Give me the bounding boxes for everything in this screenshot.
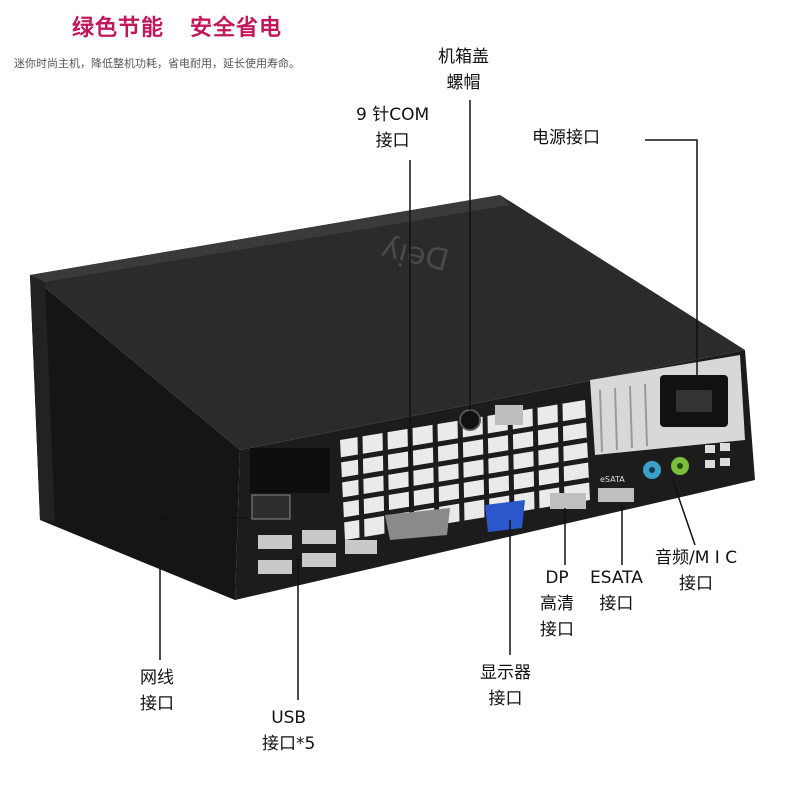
label-usb-port: USB 接口*5 [262, 708, 316, 754]
usb-port-5 [345, 540, 377, 554]
power-supply-area [590, 355, 745, 455]
usb-port-2 [258, 560, 292, 574]
com-port [385, 508, 450, 540]
screw-bracket [495, 405, 523, 425]
case-screw [459, 409, 481, 431]
label-case-screw: 机箱盖 螺帽 [438, 47, 489, 93]
usb-port-3 [302, 530, 336, 544]
label-network-port: 网线 接口 [140, 668, 174, 714]
usb-port-4 [302, 553, 336, 567]
label-com-port: 9 针COM 接口 [356, 105, 430, 151]
label-dp-port: DP 高清 接口 [540, 568, 574, 640]
esata-print: eSATA [600, 475, 625, 484]
label-power-port: 电源接口 [532, 128, 600, 148]
callout-lines [159, 100, 698, 700]
right-vent [705, 443, 730, 468]
subline: 迷你时尚主机，降低整机功耗，省电耐用，延长使用寿命。 [14, 57, 300, 70]
esata-port [598, 488, 634, 502]
ethernet-port [251, 494, 291, 520]
label-vga-port: 显示器 接口 [480, 663, 531, 709]
label-audio-port: 音频/M I C 接口 [655, 548, 738, 594]
dp-port [550, 493, 586, 509]
label-esata-port: ESATA 接口 [590, 568, 643, 614]
usb-port-1 [258, 535, 292, 549]
case-top [30, 195, 745, 450]
headline: 绿色节能 安全省电 [72, 16, 282, 41]
vent-grid [339, 400, 590, 540]
vga-port [485, 500, 525, 532]
